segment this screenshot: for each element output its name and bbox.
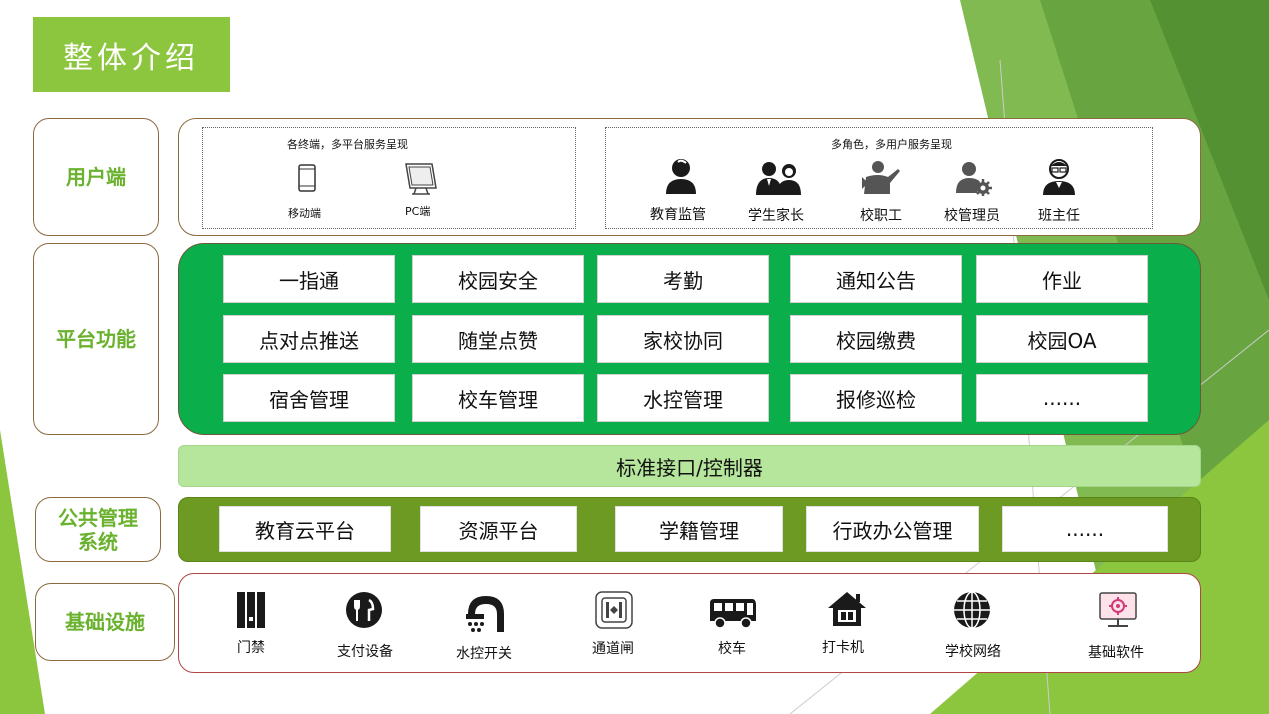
func-box: ...... (976, 374, 1148, 422)
row-label-public: 公共管理 系统 (35, 497, 161, 562)
admin-gear-icon (956, 162, 992, 196)
bus-icon (710, 599, 756, 629)
page-title: 整体介绍 (33, 17, 230, 92)
public-system-box: 资源平台 (420, 506, 577, 552)
mobile-phone-icon (298, 164, 316, 192)
func-box: 随堂点赞 (412, 315, 584, 363)
infra-label: 通道闸 (592, 641, 634, 657)
roles-group (605, 127, 1153, 229)
func-box: 宿舍管理 (223, 374, 395, 422)
func-box: 一指通 (223, 255, 395, 303)
infra-label: 基础软件 (1088, 645, 1144, 661)
func-box: 水控管理 (597, 374, 769, 422)
func-box: 校园OA (976, 315, 1148, 363)
row-label-user: 用户端 (33, 118, 159, 236)
roles-caption: 多角色，多用户服务呈现 (831, 138, 952, 151)
role-label-supervision: 教育监管 (650, 207, 706, 223)
func-box: 考勤 (597, 255, 769, 303)
user-terminal-panel (178, 118, 1201, 236)
door-access-icon (237, 592, 265, 628)
interface-controller-bar: 标准接口/控制器 (178, 445, 1201, 487)
staff-icon (862, 161, 900, 194)
terminal-label-mobile: 移动端 (288, 207, 321, 220)
payment-utensils-icon (346, 592, 382, 628)
person-icon (666, 159, 696, 194)
func-box: 作业 (976, 255, 1148, 303)
func-box: 家校协同 (597, 315, 769, 363)
func-box: 校园缴费 (790, 315, 962, 363)
func-box: 校园安全 (412, 255, 584, 303)
pc-monitor-icon (405, 163, 437, 195)
public-system-box: ...... (1002, 506, 1168, 552)
row-label-platform: 平台功能 (33, 243, 159, 435)
func-box: 通知公告 (790, 255, 962, 303)
home-clock-icon (828, 592, 866, 626)
role-label-parents: 学生家长 (748, 208, 804, 224)
infra-label: 学校网络 (945, 644, 1001, 660)
globe-icon (954, 591, 990, 629)
func-box: 点对点推送 (223, 315, 395, 363)
infra-label: 打卡机 (822, 640, 864, 656)
row-label-public-line1: 公共管理 (58, 505, 138, 530)
func-box: 校车管理 (412, 374, 584, 422)
teacher-icon (1043, 159, 1075, 195)
infra-label: 校车 (718, 641, 746, 657)
infrastructure-panel (178, 573, 1201, 673)
infra-label: 支付设备 (337, 644, 393, 660)
water-tap-icon (466, 596, 504, 632)
terminal-group (202, 127, 576, 229)
gate-icon (595, 591, 633, 629)
public-system-box: 教育云平台 (219, 506, 391, 552)
row-label-public-line2: 系统 (78, 529, 118, 554)
terminal-caption: 各终端，多平台服务呈现 (287, 138, 408, 151)
infra-label: 门禁 (237, 640, 265, 656)
role-label-staff: 校职工 (860, 208, 902, 224)
terminal-label-pc: PC端 (405, 205, 431, 218)
software-monitor-icon (1099, 592, 1137, 627)
role-label-admin: 校管理员 (944, 208, 1000, 224)
infra-label: 水控开关 (456, 646, 512, 662)
public-system-box: 行政办公管理 (806, 506, 979, 552)
role-label-teacher: 班主任 (1038, 208, 1080, 224)
parents-icon (756, 162, 801, 195)
func-box: 报修巡检 (790, 374, 962, 422)
public-system-box: 学籍管理 (615, 506, 783, 552)
row-label-infra: 基础设施 (35, 583, 175, 661)
